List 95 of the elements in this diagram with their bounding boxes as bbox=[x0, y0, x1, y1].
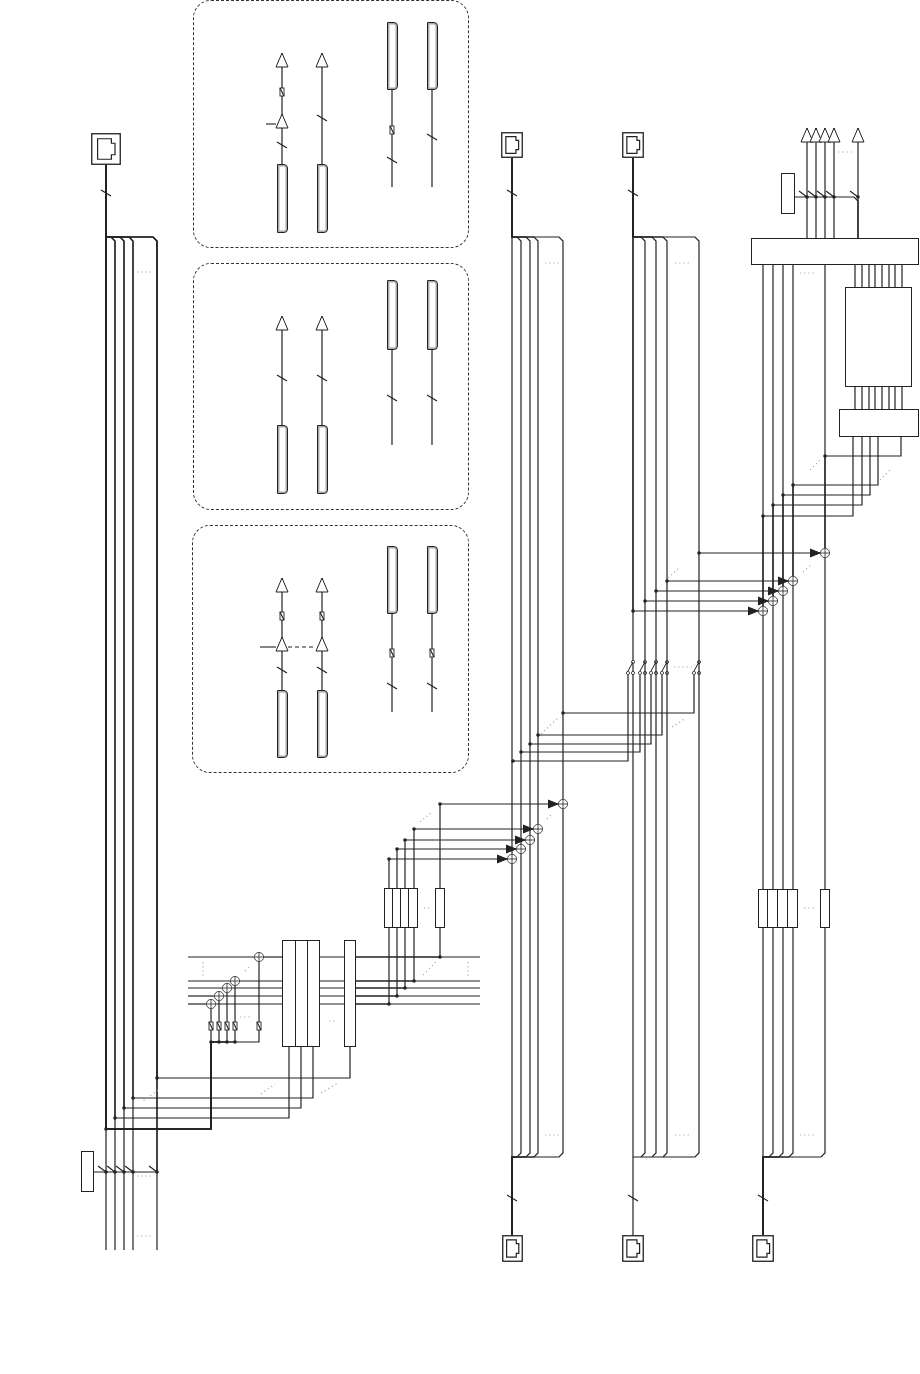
process-box bbox=[839, 409, 919, 437]
connector-line bbox=[792, 585, 794, 890]
connector-line bbox=[187, 1003, 207, 1005]
arrow bbox=[851, 127, 865, 239]
summing-junction bbox=[820, 548, 830, 558]
summing-junction bbox=[758, 606, 768, 616]
process-box bbox=[307, 940, 320, 1047]
connector-line bbox=[187, 995, 215, 997]
arrow bbox=[315, 577, 329, 691]
connector-line bbox=[319, 956, 345, 1005]
channel-bar bbox=[276, 163, 288, 233]
arrow bbox=[827, 127, 841, 239]
arrow bbox=[404, 835, 526, 889]
arrow bbox=[439, 799, 559, 889]
channel-bar bbox=[386, 545, 398, 614]
channel-bar bbox=[386, 279, 398, 350]
channel-bar bbox=[316, 689, 328, 758]
summing-junction bbox=[778, 586, 788, 596]
process-box bbox=[435, 888, 445, 928]
arrow bbox=[275, 52, 289, 165]
process-box bbox=[408, 888, 418, 928]
connector-line bbox=[772, 436, 863, 597]
connector-line bbox=[824, 436, 902, 549]
channel-bar bbox=[426, 21, 438, 90]
process-box bbox=[777, 889, 788, 928]
summing-junction bbox=[206, 999, 216, 1009]
summing-junction bbox=[222, 983, 232, 993]
process-box bbox=[282, 940, 296, 1047]
arrow bbox=[315, 315, 329, 426]
summing-junction bbox=[768, 596, 778, 606]
channel-bar bbox=[386, 21, 398, 90]
connector-line bbox=[239, 980, 283, 982]
connector-line bbox=[854, 386, 903, 410]
summing-junction bbox=[230, 976, 240, 986]
jack-socket bbox=[622, 132, 644, 158]
connector-line bbox=[391, 89, 393, 188]
connector-line bbox=[231, 987, 283, 989]
channel-bar bbox=[426, 545, 438, 614]
arrow bbox=[315, 52, 329, 165]
channel-bar bbox=[276, 689, 288, 758]
arrow bbox=[413, 824, 534, 889]
connector-line bbox=[772, 605, 774, 890]
process-box bbox=[845, 287, 912, 387]
channel-bar bbox=[316, 163, 328, 233]
summing-junction bbox=[533, 824, 543, 834]
summing-junction bbox=[788, 576, 798, 586]
process-box bbox=[758, 889, 768, 928]
summing-junction bbox=[558, 799, 568, 809]
connector-line bbox=[187, 956, 255, 958]
arrow bbox=[275, 577, 289, 691]
connector-line bbox=[431, 349, 433, 446]
arrow bbox=[818, 127, 832, 239]
process-box bbox=[751, 238, 919, 265]
summing-junction bbox=[507, 854, 517, 864]
connector-line bbox=[782, 595, 784, 890]
arrow bbox=[275, 315, 289, 426]
jack-socket bbox=[622, 1235, 644, 1262]
process-box bbox=[781, 173, 795, 214]
connector-line bbox=[391, 349, 393, 446]
channel-bar bbox=[276, 424, 288, 494]
connector-line bbox=[215, 1003, 283, 1005]
connector-line bbox=[824, 557, 826, 890]
summing-junction bbox=[214, 991, 224, 1001]
jack-socket bbox=[91, 133, 121, 165]
arrow bbox=[388, 854, 508, 889]
arrow bbox=[396, 844, 517, 889]
connector-line bbox=[187, 987, 223, 989]
connector-line bbox=[782, 436, 871, 587]
connector-line bbox=[187, 980, 231, 982]
connector-line bbox=[431, 613, 433, 713]
jack-socket bbox=[502, 1235, 523, 1262]
connector-line bbox=[792, 436, 879, 577]
jack-socket bbox=[501, 132, 523, 158]
process-box bbox=[767, 889, 778, 928]
connector-line bbox=[854, 264, 903, 288]
jack-socket bbox=[752, 1235, 774, 1262]
dashed-group-panel bbox=[193, 263, 469, 510]
process-box bbox=[344, 940, 356, 1047]
channel-bar bbox=[426, 279, 438, 350]
process-box bbox=[81, 1151, 94, 1192]
summing-junction bbox=[254, 952, 264, 962]
arrow bbox=[809, 127, 823, 239]
connector-line bbox=[223, 995, 283, 997]
summing-junction bbox=[516, 844, 526, 854]
connector-line bbox=[391, 613, 393, 713]
channel-bar bbox=[316, 424, 328, 494]
connector-line bbox=[263, 956, 283, 958]
process-box bbox=[787, 889, 798, 928]
arrow bbox=[800, 127, 814, 239]
dashed-group-panel bbox=[193, 0, 469, 248]
summing-junction bbox=[525, 835, 535, 845]
connector-line bbox=[762, 436, 854, 607]
process-box bbox=[820, 889, 830, 928]
connector-line bbox=[431, 89, 433, 188]
connector-line bbox=[762, 615, 764, 890]
